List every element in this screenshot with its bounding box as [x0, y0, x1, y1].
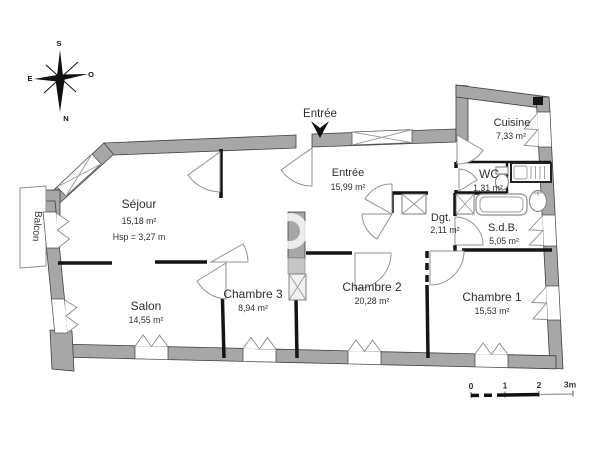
- window-icon: [351, 129, 413, 146]
- room-area: 1,31 m²: [473, 183, 503, 193]
- balcony-outline: [19, 185, 47, 269]
- compass-west: O: [88, 70, 94, 79]
- window-icon: [347, 339, 382, 366]
- fixtures: [288, 162, 552, 301]
- window-icon: [474, 342, 509, 369]
- room-label-chambre1: Chambre 1 15,53 m²: [462, 290, 522, 316]
- door-swing-icon: [429, 250, 465, 286]
- window-icon: [51, 298, 79, 334]
- door-swing-icon: [209, 243, 249, 263]
- scale-label-1: 1: [503, 381, 508, 391]
- room-label-sejour: Séjour 15,18 m² Hsp = 3,27 m: [113, 197, 166, 242]
- bathtub-icon: [475, 193, 528, 216]
- exterior-wall: [167, 346, 244, 362]
- room-name: Chambre 1: [462, 290, 522, 304]
- room-name: Chambre 3: [223, 287, 283, 301]
- entrance-marker: Entrée: [303, 108, 337, 138]
- interior-bearing-wall-light: [287, 257, 306, 275]
- room-label-dgt: Dgt. 2,11 m²: [430, 212, 459, 235]
- room-label-chambre2: Chambre 2 20,28 m²: [342, 280, 402, 306]
- room-name: Chambre 2: [342, 280, 402, 294]
- doors: [187, 134, 484, 300]
- window-icon: [531, 285, 561, 321]
- room-area: 14,55 m²: [129, 315, 164, 325]
- scale-segment-solid: [504, 392, 540, 397]
- room-area: 8,94 m²: [238, 303, 268, 313]
- door-swing-icon: [280, 147, 313, 187]
- washbasin-icon: [528, 189, 548, 213]
- room-area: 2,11 m²: [430, 225, 459, 235]
- room-area: 5,05 m²: [489, 236, 519, 246]
- room-name: S.d.B.: [488, 222, 518, 234]
- scale-segment-thin: [538, 393, 574, 396]
- window-icon: [523, 111, 553, 148]
- door-swing-icon: [364, 183, 393, 215]
- room-name: Séjour: [122, 197, 157, 211]
- exterior-wall: [49, 329, 75, 372]
- scale-label-3m: 3m: [564, 380, 577, 390]
- glazed-panel-icon: [288, 273, 307, 301]
- exterior-wall: [543, 245, 560, 287]
- door-swing-icon: [196, 262, 227, 300]
- partition-wall: [425, 284, 430, 359]
- balcony: Balcon: [19, 185, 47, 269]
- room-name: Cuisine: [494, 117, 531, 129]
- partition-wall: [294, 299, 299, 359]
- scale-label-2: 2: [537, 380, 542, 390]
- room-label-salon: Salon 14,55 m²: [129, 299, 164, 325]
- room-area: 20,28 m²: [355, 296, 390, 306]
- scale-bar: 0 1 2 3m: [469, 380, 577, 398]
- room-labels: Séjour 15,18 m² Hsp = 3,27 m Salon 14,55…: [113, 117, 531, 325]
- room-name: Dgt.: [431, 212, 451, 224]
- closet-icon: [401, 193, 427, 215]
- room-label-wc: WC 1,31 m²: [473, 167, 503, 193]
- door-swing-icon: [354, 252, 392, 290]
- room-name: WC: [479, 167, 499, 181]
- room-label-sdb: S.d.B. 5,05 m²: [488, 222, 519, 246]
- door-swing-icon: [458, 168, 478, 192]
- compass-north: N: [63, 114, 68, 123]
- room-ceiling-height: Hsp = 3,27 m: [113, 232, 166, 242]
- windows: [42, 111, 561, 369]
- window-icon: [527, 214, 558, 247]
- door-swing-icon: [454, 216, 484, 246]
- exterior-wall: [103, 134, 297, 156]
- door-swing-icon: [187, 151, 221, 193]
- room-name: Salon: [131, 299, 162, 313]
- room-label-cuisine: Cuisine 7,33 m²: [494, 117, 531, 141]
- toilet-icon: [494, 166, 510, 191]
- exterior-wall: [46, 247, 65, 300]
- room-area: 15,18 m²: [122, 216, 157, 226]
- scale-label-0: 0: [469, 381, 474, 391]
- compass-south: S: [56, 39, 61, 48]
- exterior-walls: [37, 84, 564, 372]
- entrance-label: Entrée: [303, 108, 337, 120]
- door-swing-icon: [361, 213, 393, 240]
- window-icon: [242, 336, 277, 363]
- entrance-arrow-icon: [311, 121, 329, 138]
- balcony-label: Balcon: [30, 211, 44, 242]
- room-area: 7,33 m²: [496, 131, 526, 141]
- compass-east: E: [27, 74, 32, 83]
- shower-duct-icon: [455, 193, 475, 215]
- interior-walls: [58, 149, 552, 359]
- exterior-wall: [507, 354, 557, 370]
- door-swing-icon: [456, 134, 484, 165]
- wall-pillar: [533, 97, 543, 105]
- window-icon: [56, 153, 102, 197]
- room-label-entree: Entrée 15,99 m²: [331, 167, 366, 192]
- window-icon: [134, 334, 169, 361]
- room-area: 15,99 m²: [331, 182, 366, 192]
- room-area: 15,53 m²: [475, 306, 510, 316]
- watermark: [272, 213, 308, 249]
- room-name: Entrée: [332, 167, 364, 179]
- scale-segment-dashed: [470, 393, 506, 398]
- exterior-wall: [275, 348, 349, 365]
- kitchen-sink-icon: [510, 162, 552, 183]
- compass-rose-icon: S O E N: [27, 39, 94, 123]
- balcony-door-icon: [42, 211, 71, 249]
- room-label-chambre3: Chambre 3 8,94 m²: [223, 287, 283, 313]
